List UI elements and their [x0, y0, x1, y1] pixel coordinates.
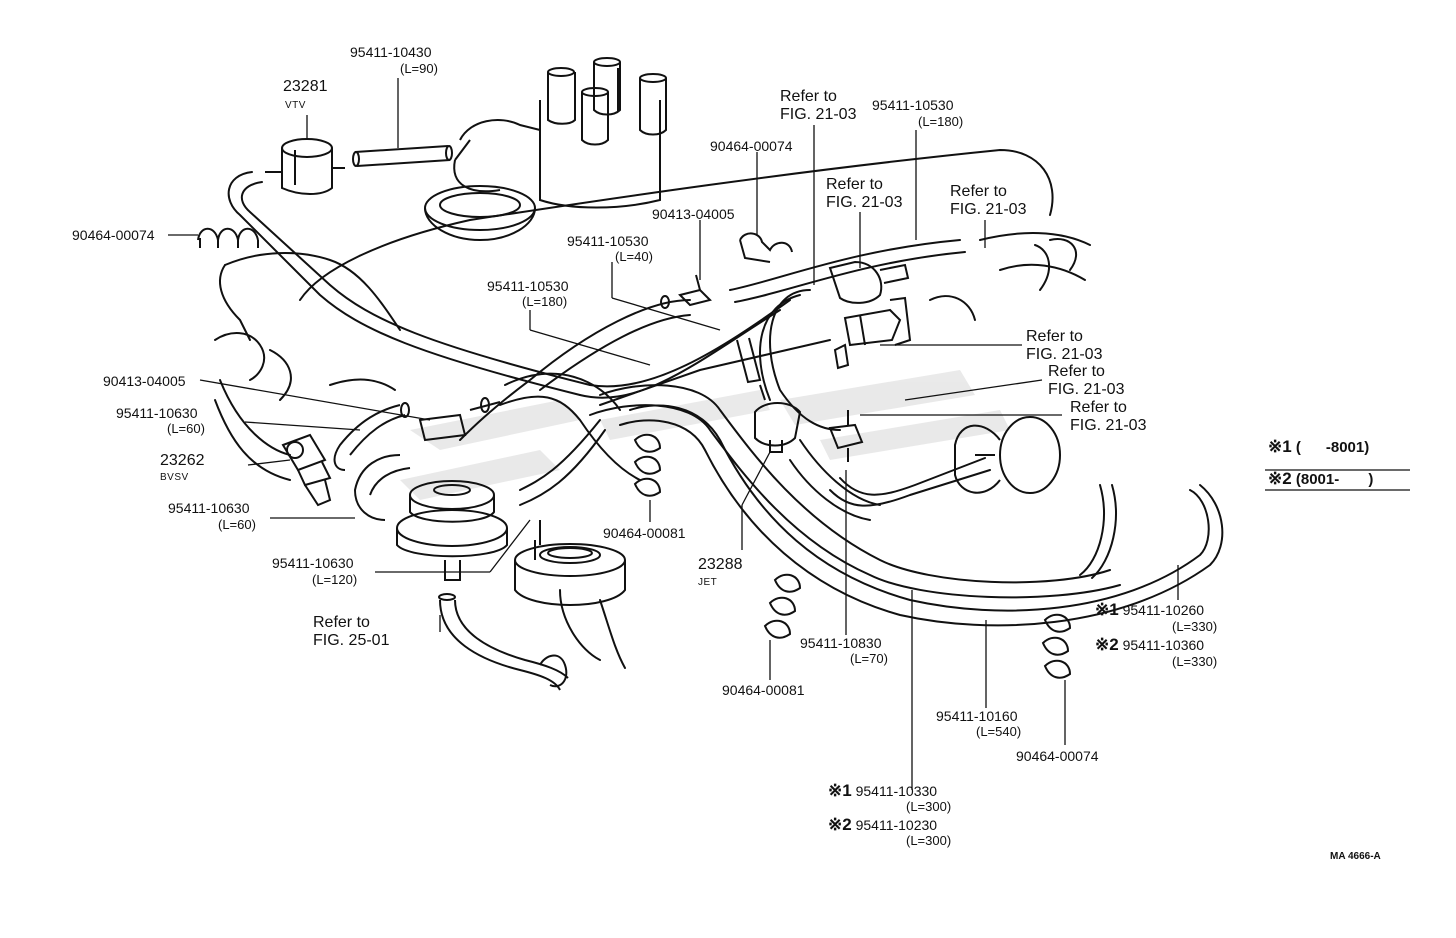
hose-top-part-number: 95411-10430: [350, 44, 432, 60]
ref-c-line2: FIG. 21-03: [950, 201, 1027, 218]
ref-a-line2: FIG. 21-03: [780, 106, 857, 123]
hose-l330-2-spec: (L=330): [1172, 654, 1218, 669]
clamp-icon-bottom: [763, 573, 802, 639]
bvsv-part-number: 23262: [160, 452, 205, 469]
engine-outline: [214, 149, 1091, 669]
hose-l300-1-part-number: 95411-10330: [855, 783, 938, 799]
bvsv-name: BVSV: [160, 472, 189, 483]
hose-l540-part-number: 95411-10160: [936, 708, 1018, 724]
hose-l300-1-spec: (L=300): [906, 799, 952, 814]
ref-g-line1: Refer to: [313, 614, 370, 631]
hose-l330-2-mark: ※2: [1095, 635, 1119, 654]
hose-l330-1-row: ※1 95411-10260: [1095, 600, 1205, 619]
filler-cap: [424, 185, 536, 242]
hose-l60-a-part-number: 95411-10630: [116, 405, 198, 421]
hose-l330-2-part-number: 95411-10360: [1122, 637, 1205, 653]
ref-e-line2: FIG. 21-03: [1048, 381, 1125, 398]
tee-center: [660, 274, 712, 309]
clamp-right-part-number: 90464-00074: [1016, 748, 1099, 764]
hose-l300-2-part-number: 95411-10230: [855, 817, 938, 833]
bvsv-valve: [281, 433, 332, 507]
hose-l300-2-mark: ※2: [828, 815, 852, 834]
hose-l180-right-spec: (L=180): [918, 114, 964, 129]
vtv-name: VTV: [285, 100, 306, 111]
clamp-icon-mid: [633, 433, 662, 497]
leader-lines: [168, 78, 1410, 790]
figure-code: MA 4666-A: [1330, 851, 1381, 862]
tee-left: [333, 397, 501, 521]
legend-row-2-mark: ※2: [1268, 469, 1292, 488]
vtv-valve: [265, 138, 345, 195]
jet-filter: [736, 337, 802, 453]
hose-l40-part-number: 95411-10530: [567, 233, 649, 249]
hose-l300-1-mark: ※1: [828, 781, 852, 800]
hose-fig-25-01: [438, 593, 569, 691]
hose-bundle: [227, 171, 1224, 627]
hose-l40-spec: (L=40): [615, 249, 653, 264]
hose-l70-spec: (L=70): [850, 651, 888, 666]
hose-l70-part-number: 95411-10830: [800, 635, 882, 651]
watermark-logo: [400, 370, 1010, 500]
clamp-mid-part-number: 90464-00081: [603, 525, 686, 541]
hose-l120-spec: (L=120): [312, 572, 358, 587]
ref-e-line1: Refer to: [1048, 363, 1105, 380]
ref-g-line2: FIG. 25-01: [313, 632, 390, 649]
ref-b-line2: FIG. 21-03: [826, 194, 903, 211]
jet-name: JET: [698, 577, 718, 588]
hose-l300-2-spec: (L=300): [906, 833, 952, 848]
hose-l120-part-number: 95411-10630: [272, 555, 354, 571]
vtv-part-number: 23281: [283, 78, 328, 95]
hose-l300-2-row: ※2 95411-10230: [828, 815, 938, 834]
ref-f-line1: Refer to: [1070, 399, 1127, 416]
vacuum-canister: [954, 416, 1061, 494]
hose-l180-left-spec: (L=180): [522, 294, 568, 309]
tee-left-part-number: 90413-04005: [103, 373, 186, 389]
hose-l180-right-part-number: 95411-10530: [872, 97, 954, 113]
hose-l330-1-spec: (L=330): [1172, 619, 1218, 634]
hose-l180-left-part-number: 95411-10530: [487, 278, 569, 294]
ref-d-line1: Refer to: [1026, 328, 1083, 345]
clamp-icon-left: [197, 227, 259, 248]
hose-l330-1-part-number: 95411-10260: [1122, 602, 1205, 618]
egr-modulator: [514, 520, 626, 606]
legend-row-1: ※1 ( -8001): [1268, 438, 1369, 457]
clamp-icon-top: [739, 232, 793, 263]
egr-valve-left: [396, 480, 508, 581]
hose-l540-spec: (L=540): [976, 724, 1022, 739]
legend-row-1-mark: ※1: [1268, 437, 1292, 456]
ref-a-line1: Refer to: [780, 88, 837, 105]
ref-d-line2: FIG. 21-03: [1026, 346, 1103, 363]
vsv-right: [828, 260, 912, 370]
clamp-icon-right: [1041, 613, 1072, 679]
ref-b-line1: Refer to: [826, 176, 883, 193]
hose-l300-1-row: ※1 95411-10330: [828, 781, 938, 800]
hose-top-90: [352, 145, 453, 167]
legend-row-2: ※2 (8001- ): [1268, 470, 1373, 489]
tee-center-part-number: 90413-04005: [652, 206, 735, 222]
clamp-bottom-part-number: 90464-00081: [722, 682, 805, 698]
jet-part-number: 23288: [698, 556, 743, 573]
hose-top-spec: (L=90): [400, 61, 438, 76]
clamp-left-part-number: 90464-00074: [72, 227, 155, 243]
hose-l330-2-row: ※2 95411-10360: [1095, 635, 1205, 654]
clamp-top-part-number: 90464-00074: [710, 138, 793, 154]
legend-row-1-text: ( -8001): [1295, 439, 1370, 456]
ref-f-line2: FIG. 21-03: [1070, 417, 1147, 434]
hose-l60-b-part-number: 95411-10630: [168, 500, 250, 516]
hose-l60-a-spec: (L=60): [167, 421, 205, 436]
hose-l330-1-mark: ※1: [1095, 600, 1119, 619]
tee-right: [828, 410, 864, 462]
hose-l60-b-spec: (L=60): [218, 517, 256, 532]
legend-row-2-text: (8001- ): [1295, 471, 1374, 488]
ref-c-line1: Refer to: [950, 183, 1007, 200]
distributor-cap: [453, 57, 667, 209]
